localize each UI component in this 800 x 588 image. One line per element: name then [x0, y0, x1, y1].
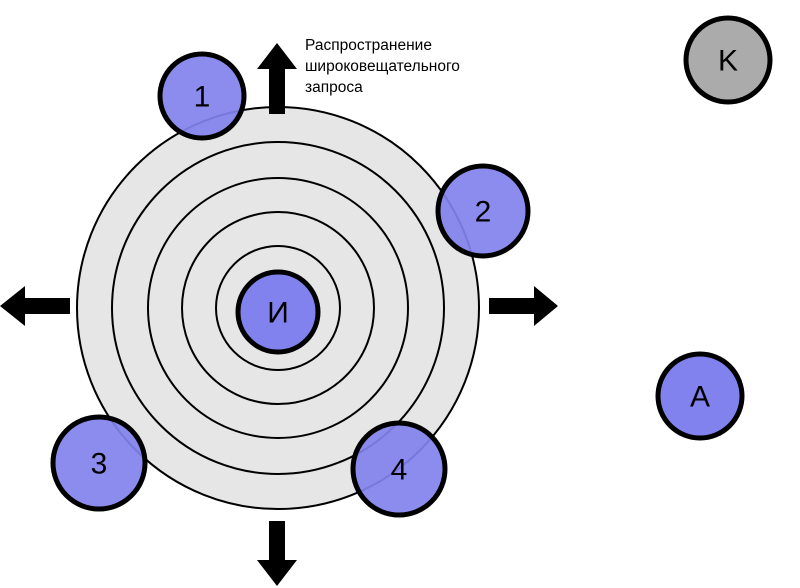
node-a-label: A: [690, 381, 710, 414]
broadcast-propagation-caption: Распространение широковещательного запро…: [305, 37, 460, 96]
node-2-circle: [435, 163, 531, 259]
node-1-circle: [157, 51, 247, 141]
caption-line-2: широковещательного: [305, 58, 460, 75]
node-k-circle: [683, 15, 773, 105]
node-center-initiator[interactable]: И: [235, 269, 321, 355]
node-k-label: K: [718, 45, 738, 78]
node-4-circle: [350, 420, 448, 518]
caption-line-3: запроса: [305, 79, 363, 96]
node-center-initiator-circle: [235, 269, 321, 355]
node-a-circle: [655, 351, 745, 441]
node-1[interactable]: 1: [157, 51, 247, 141]
node-4-label: 4: [391, 454, 408, 487]
node-1-label: 1: [194, 81, 211, 114]
arrow-right-icon: [489, 286, 558, 326]
arrow-left-icon: [0, 286, 70, 326]
node-3[interactable]: 3: [50, 414, 148, 512]
arrow-down-icon: [257, 521, 297, 586]
node-3-label: 3: [91, 448, 108, 481]
arrow-up-icon: [257, 43, 297, 114]
node-a[interactable]: A: [655, 351, 745, 441]
node-3-circle: [50, 414, 148, 512]
caption-line-1: Распространение: [305, 37, 432, 54]
node-2-label: 2: [475, 196, 492, 229]
node-k[interactable]: K: [683, 15, 773, 105]
node-2[interactable]: 2: [435, 163, 531, 259]
node-center-initiator-label: И: [267, 297, 289, 330]
network-nodes: И 1 2 3 4 K: [50, 15, 773, 518]
propagation-arrows: [0, 43, 558, 586]
node-4[interactable]: 4: [350, 420, 448, 518]
